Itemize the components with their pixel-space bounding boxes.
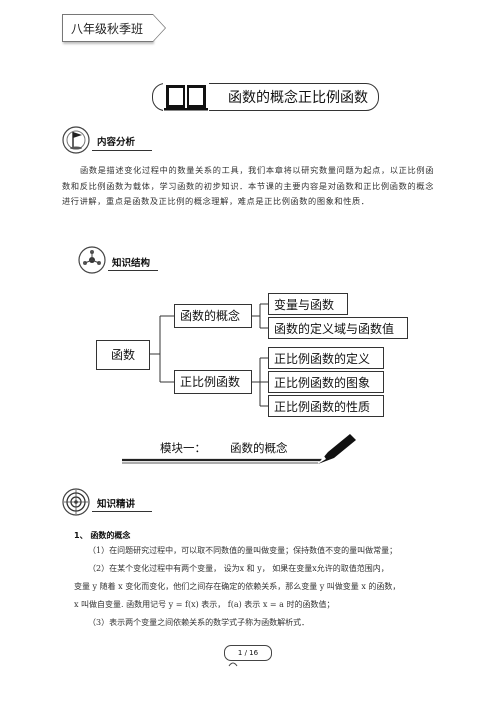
title-banner	[152, 83, 379, 111]
paragraph-line: 变量 y 随着 x 变化而变化，他们之间存在确定的依赖关系，那么变量 y 叫做变…	[74, 582, 401, 591]
section-title-structure: 知识结构	[112, 258, 151, 269]
footer-ornament-icon	[228, 662, 238, 667]
open-book-icon	[163, 80, 209, 112]
class-tab-label: 八年级秋季班	[71, 22, 144, 36]
target-icon	[62, 488, 90, 516]
mindmap-leaf: 变量与函数	[268, 293, 348, 315]
section-underline	[92, 511, 152, 513]
mindmap-root: 函数	[96, 340, 150, 370]
mindmap-leaf: 正比例函数的图象	[268, 371, 384, 393]
network-icon	[78, 246, 106, 274]
page-number: 1 / 16	[224, 645, 272, 661]
mindmap-branch: 函数的概念	[174, 304, 252, 328]
module-name: 函数的概念	[230, 441, 288, 455]
class-tab: 八年级秋季班	[62, 14, 166, 42]
mindmap-branch: 正比例函数	[174, 370, 252, 394]
paragraph-line: x 叫做自变量. 函数用记号 y = f(x) 表示， f(a) 表示 x = …	[74, 600, 335, 609]
mindmap-leaf: 正比例函数的定义	[268, 347, 384, 369]
flag-target-icon	[62, 126, 90, 154]
section-title-explain: 知识精讲	[97, 499, 136, 510]
paragraph-line: （2）在某个变化过程中有两个变量， 设为x 和 y， 如果在变量x允许的取值范围…	[88, 564, 389, 573]
section-title-analysis: 内容分析	[97, 137, 136, 148]
module-label: 模块一：	[160, 441, 206, 455]
paragraph-line: （1）在问题研究过程中，可以取不同数值的量叫做变量；保持数值不变的量叫做常量；	[88, 546, 398, 555]
page-title: 函数的概念正比例函数	[228, 90, 368, 106]
module-underline-pencil	[122, 434, 356, 464]
paragraph-line: （3）表示两个变量之间依赖关系的数学式子称为函数解析式．	[88, 618, 310, 627]
item-title: 1、 函数的概念	[74, 531, 131, 540]
mindmap-leaf: 正比例函数的性质	[268, 395, 384, 417]
section-underline	[108, 270, 158, 272]
section-underline	[92, 150, 152, 152]
mindmap-leaf: 函数的定义域与函数值	[268, 317, 408, 339]
intro-paragraph: 函数是描述变化过程中的数量关系的工具，我们本章将以研究数量问题为起点，以正比例函…	[62, 165, 434, 206]
